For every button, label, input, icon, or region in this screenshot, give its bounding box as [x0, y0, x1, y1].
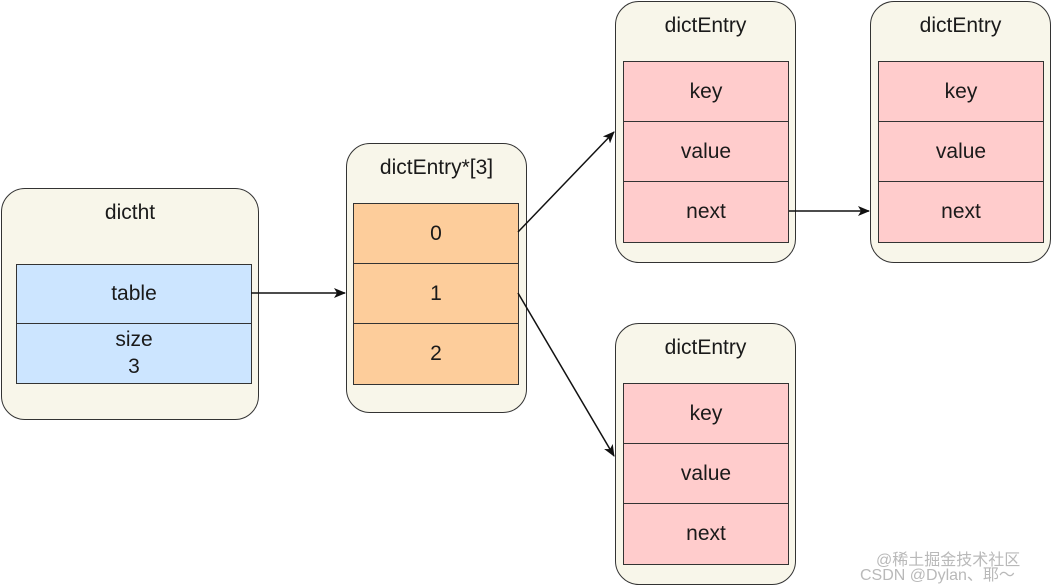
dictht-table-label: table [111, 282, 157, 306]
field-label: next [941, 199, 981, 223]
dict-entry-bottom-value: value [623, 443, 789, 505]
field-label: next [686, 199, 726, 223]
field-label: key [689, 401, 723, 425]
bucket-slot-2-label: 2 [430, 341, 442, 365]
dict-entry-right: dictEntry key value next [870, 1, 1051, 263]
field-label: value [680, 461, 732, 485]
bucket-array-title: dictEntry*[3] [379, 156, 494, 179]
arrow-slot0-to-entry-top [517, 131, 615, 233]
dict-entry-top-next: next [623, 181, 789, 243]
dict-entry-right-next: next [878, 181, 1044, 243]
dict-entry-top-key: key [623, 61, 789, 123]
bucket-slot-2: 2 [353, 323, 519, 385]
dict-entry-right-title: dictEntry [919, 14, 1002, 37]
dictht-container: dictht table size 3 [1, 188, 259, 420]
arrow-slot1-to-entry-bottom [517, 292, 615, 457]
dictht-size-value: 3 [128, 354, 140, 378]
dict-entry-bottom-key: key [623, 383, 789, 445]
bucket-slot-0-label: 0 [430, 221, 442, 245]
dict-entry-bottom: dictEntry key value next [615, 323, 796, 585]
bucket-slot-1: 1 [353, 263, 519, 325]
dict-entry-top: dictEntry key value next [615, 1, 796, 263]
dictht-title: dictht [104, 201, 156, 224]
dict-entry-bottom-title: dictEntry [664, 336, 747, 359]
bucket-slot-0: 0 [353, 203, 519, 265]
field-label: next [686, 521, 726, 545]
field-label: key [689, 79, 723, 103]
dict-entry-top-value: value [623, 121, 789, 183]
dict-entry-bottom-next: next [623, 503, 789, 565]
dictht-size-label: size [115, 328, 153, 352]
dict-entry-top-title: dictEntry [664, 14, 747, 37]
field-label: value [935, 139, 987, 163]
watermark-juejin: @稀土掘金技术社区 [876, 552, 1021, 569]
bucket-slot-1-label: 1 [430, 281, 442, 305]
dictht-size-field: size 3 [16, 323, 252, 384]
bucket-array-container: dictEntry*[3] 0 1 2 [346, 143, 527, 413]
field-label: value [680, 139, 732, 163]
dict-entry-right-value: value [878, 121, 1044, 183]
field-label: key [944, 79, 978, 103]
watermark-csdn: CSDN @Dylan、耶～ [860, 567, 1015, 584]
